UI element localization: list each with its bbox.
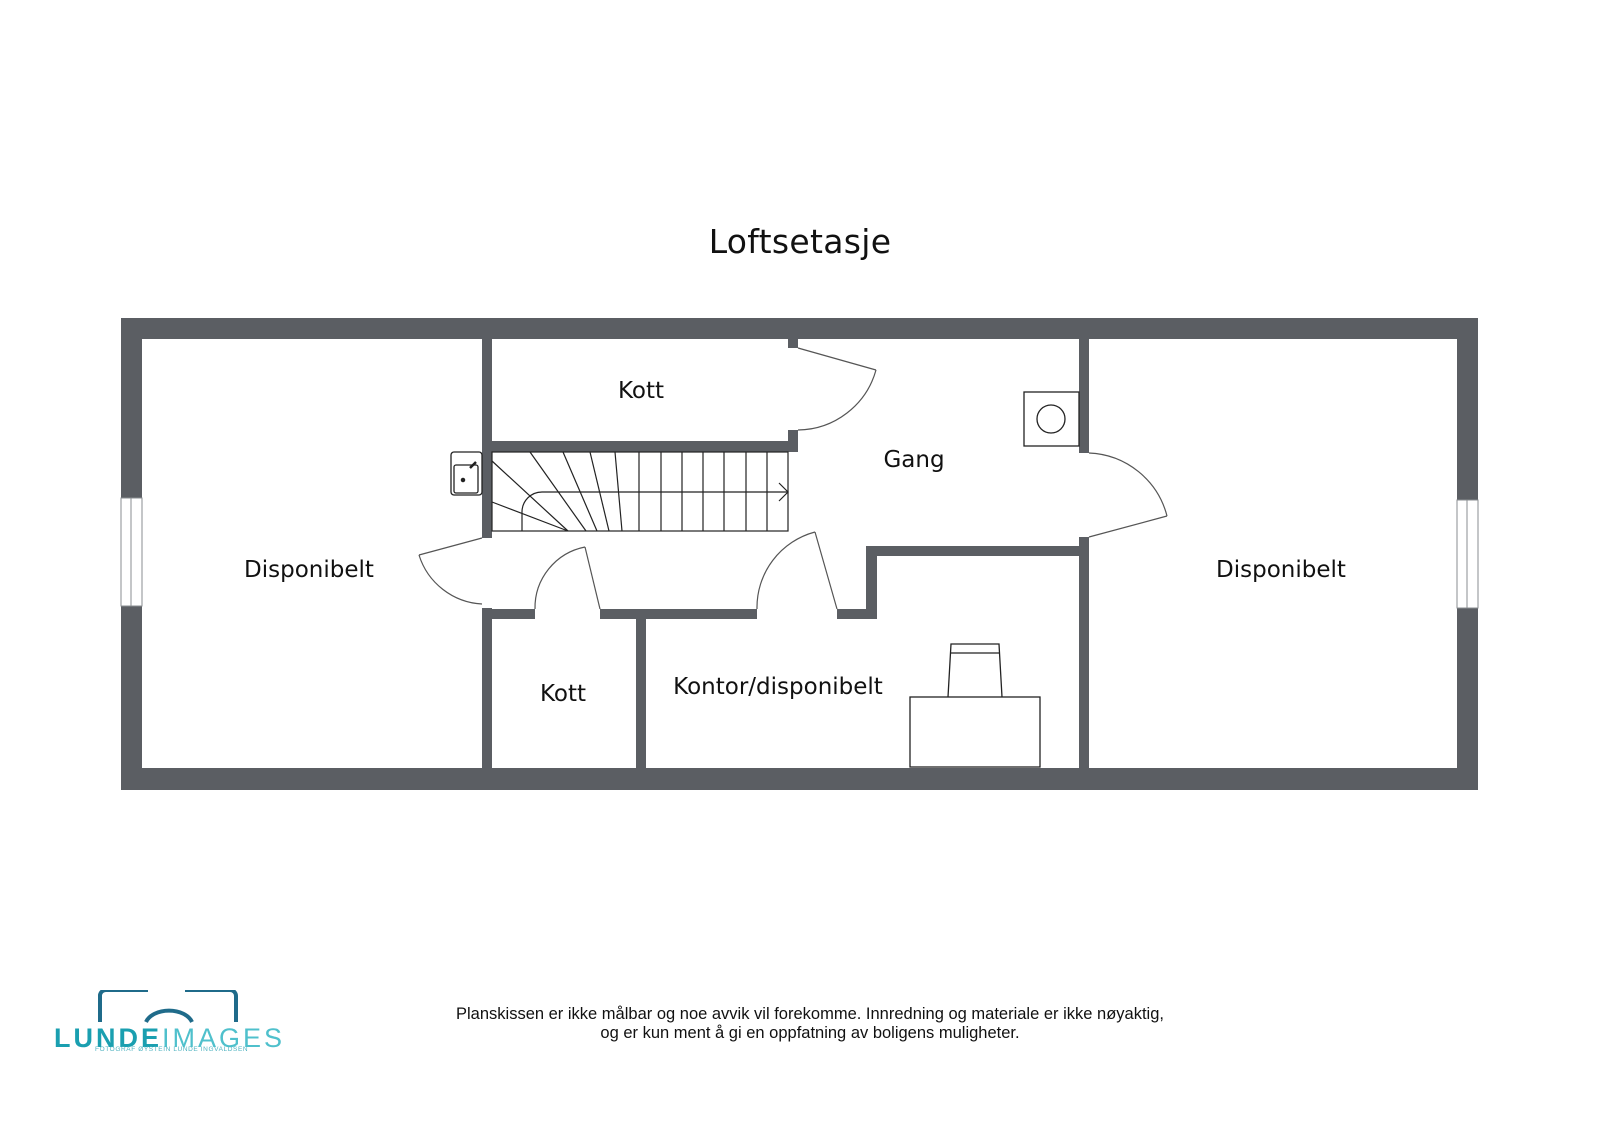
- desk-and-chair: [909, 643, 1041, 768]
- disclaimer: Planskissen er ikke målbar og noe avvik …: [380, 1005, 1240, 1043]
- logo-word-light: IMAGES: [162, 1023, 286, 1053]
- room-label-disponibelt-left: Disponibelt: [244, 557, 374, 583]
- stairs: [491, 451, 789, 532]
- room-label-disponibelt-right: Disponibelt: [1216, 557, 1346, 583]
- room-label-gang: Gang: [883, 447, 945, 473]
- room-label-kott-upper: Kott: [617, 378, 665, 404]
- disclaimer-line-1: Planskissen er ikke målbar og noe avvik …: [456, 1005, 1164, 1023]
- windows: [120, 497, 1479, 609]
- sink: [450, 451, 483, 496]
- doors: [418, 347, 1168, 610]
- logo-subtitle: FOTOGRAF ØYSTEIN LUNDE INGVALDSEN: [95, 1046, 249, 1053]
- logo-word-bold: LUNDE: [54, 1023, 162, 1053]
- floor-title: Loftsetasje: [708, 222, 892, 261]
- disclaimer-line-2: og er kun ment å gi en oppfatning av bol…: [600, 1024, 1020, 1042]
- walls: [121, 318, 1478, 790]
- chimney: [1023, 391, 1080, 447]
- logo-wordmark: LUNDEIMAGES: [54, 1023, 285, 1054]
- room-label-kott-lower: Kott: [539, 681, 587, 707]
- logo-camera-icon: [98, 990, 238, 1023]
- room-label-kontor: Kontor/disponibelt: [673, 674, 883, 700]
